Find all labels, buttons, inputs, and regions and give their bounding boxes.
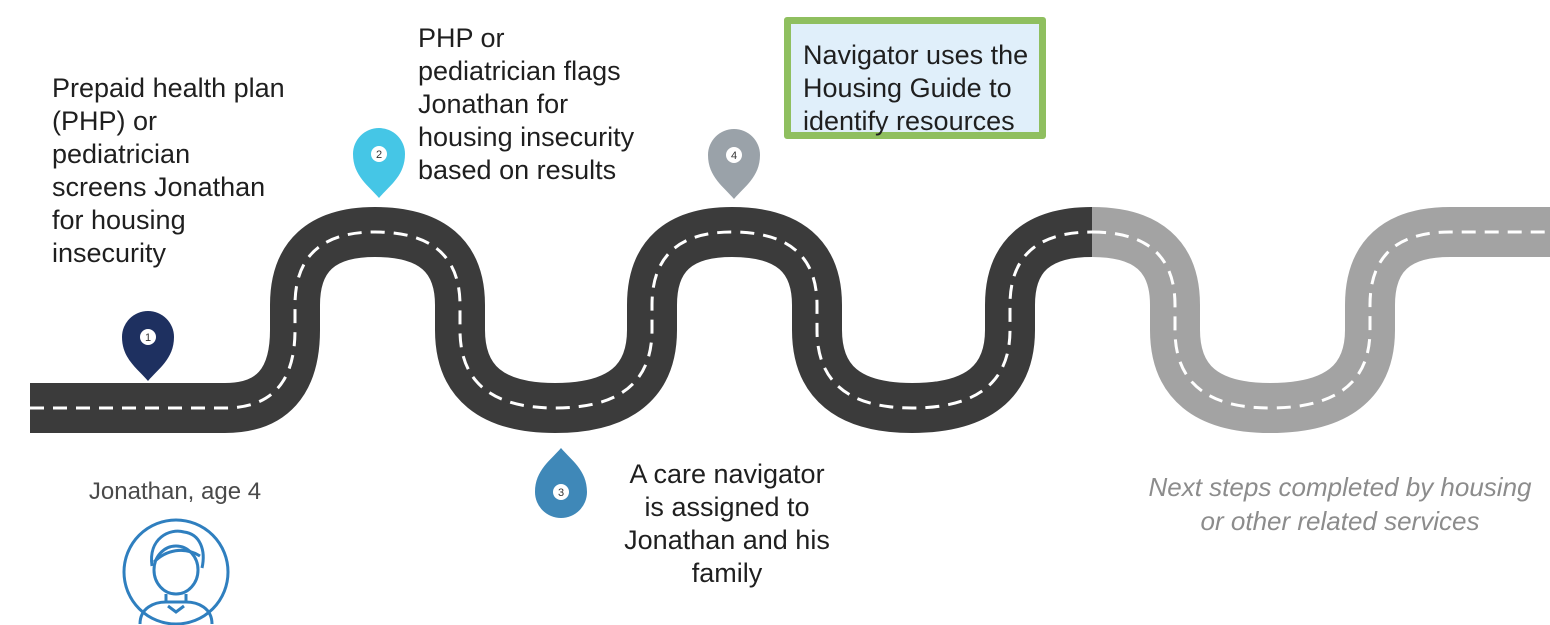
- road-future: [1091, 207, 1550, 434]
- map-pin-icon-2: 2: [353, 128, 405, 198]
- step-number-4: 4: [731, 150, 737, 162]
- map-pin-icon-4: 4: [708, 129, 760, 199]
- step-4-callout-box: Navigator uses the Housing Guide to iden…: [784, 17, 1046, 139]
- map-pin-icon-3: 3: [535, 448, 587, 518]
- step-number-1: 1: [145, 332, 151, 344]
- road-completed: [30, 206, 1093, 434]
- step-4-text: Navigator uses the Housing Guide to iden…: [803, 40, 1029, 136]
- step-1-text: Prepaid health plan (PHP) or pediatricia…: [52, 73, 285, 268]
- person-caption: Jonathan, age 4: [88, 478, 262, 505]
- step-number-2: 2: [376, 149, 382, 161]
- next-steps-text: Next steps completed by housing or other…: [1148, 472, 1532, 536]
- step-number-3: 3: [558, 487, 564, 499]
- map-pin-icon-1: 1: [122, 311, 174, 381]
- child-avatar-icon: [122, 518, 230, 625]
- step-3-text: A care navigator is assigned to Jonathan…: [624, 459, 830, 588]
- step-2-text: PHP or pediatrician flags Jonathan for h…: [418, 23, 635, 185]
